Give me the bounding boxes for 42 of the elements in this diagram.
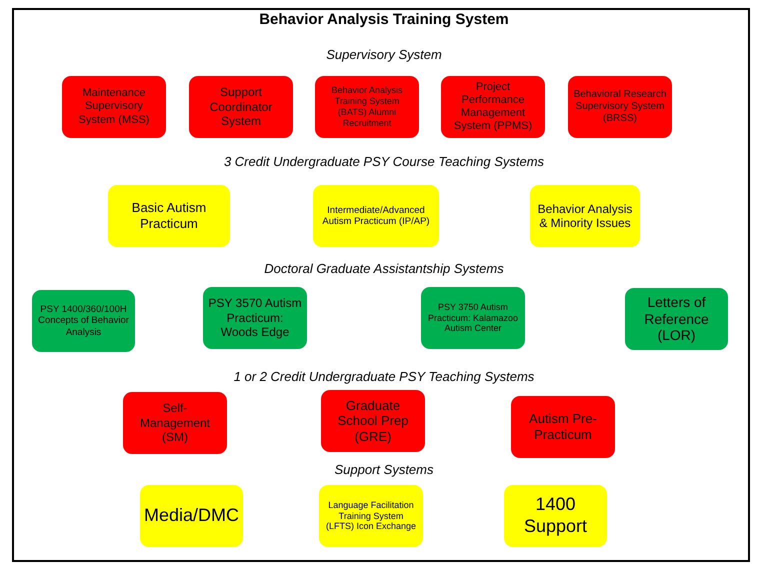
section-heading: 1 or 2 Credit Undergraduate PSY Teaching Systems (232, 369, 536, 384)
box-label: Behavioral Research Supervisory System (BRSS) (573, 89, 667, 125)
box-label: Media/DMC (144, 505, 240, 527)
system-box (313, 185, 439, 247)
system-box (315, 76, 419, 138)
system-box (108, 185, 230, 247)
box-label: Project Performance Management System (PPMS) (452, 80, 534, 134)
box-label: Self-Management (SM) (138, 401, 212, 445)
box-label: Basic Autism Practicum (130, 200, 208, 232)
system-box (421, 287, 525, 349)
system-box (511, 396, 615, 458)
system-box (504, 485, 607, 547)
section-heading: Doctoral Graduate Assistantship Systems (263, 261, 505, 276)
system-box (203, 287, 307, 349)
box-label: 1400 Support (522, 494, 588, 538)
system-box (441, 76, 545, 138)
diagram-title: Behavior Analysis Training System (258, 11, 510, 28)
section-heading: Support Systems (334, 462, 434, 477)
system-box (568, 76, 672, 138)
section-heading: Supervisory System (325, 47, 443, 62)
box-label: Maintenance Supervisory System (MSS) (78, 87, 150, 127)
box-label: Behavior Analysis Training System (BATS) Alumni Recruitment (330, 85, 404, 129)
box-label: Graduate School Prep (GRE) (336, 398, 410, 444)
box-label: Language Facilitation Training System (LFTS) Icon Exchange (324, 500, 418, 532)
box-label: Intermediate/Advanced Autism Practicum (IP/AP) (321, 204, 431, 228)
box-label: PSY 3570 Autism Practicum: Woods Edge (208, 296, 302, 340)
system-box (189, 76, 293, 138)
system-box (62, 76, 166, 138)
system-box (140, 485, 243, 547)
system-box (32, 290, 135, 352)
section-heading: 3 Credit Undergraduate PSY Course Teaching Systems (222, 154, 546, 169)
system-box (321, 390, 425, 452)
system-box (123, 392, 227, 454)
system-box (319, 485, 423, 547)
box-label: Behavior Analysis & Minority Issues (536, 202, 634, 230)
box-label: PSY 1400/360/100H Concepts of Behavior Analysis (37, 304, 130, 338)
box-label: PSY 3750 Autism Practicum: Kalamazoo Autism Center (426, 302, 520, 334)
box-label: Support Coordinator System (208, 85, 274, 129)
box-label: Letters of Reference (LOR) (643, 294, 710, 344)
box-label: Autism Pre-Practicum (528, 411, 598, 443)
system-box (625, 288, 728, 350)
system-box (530, 185, 640, 247)
